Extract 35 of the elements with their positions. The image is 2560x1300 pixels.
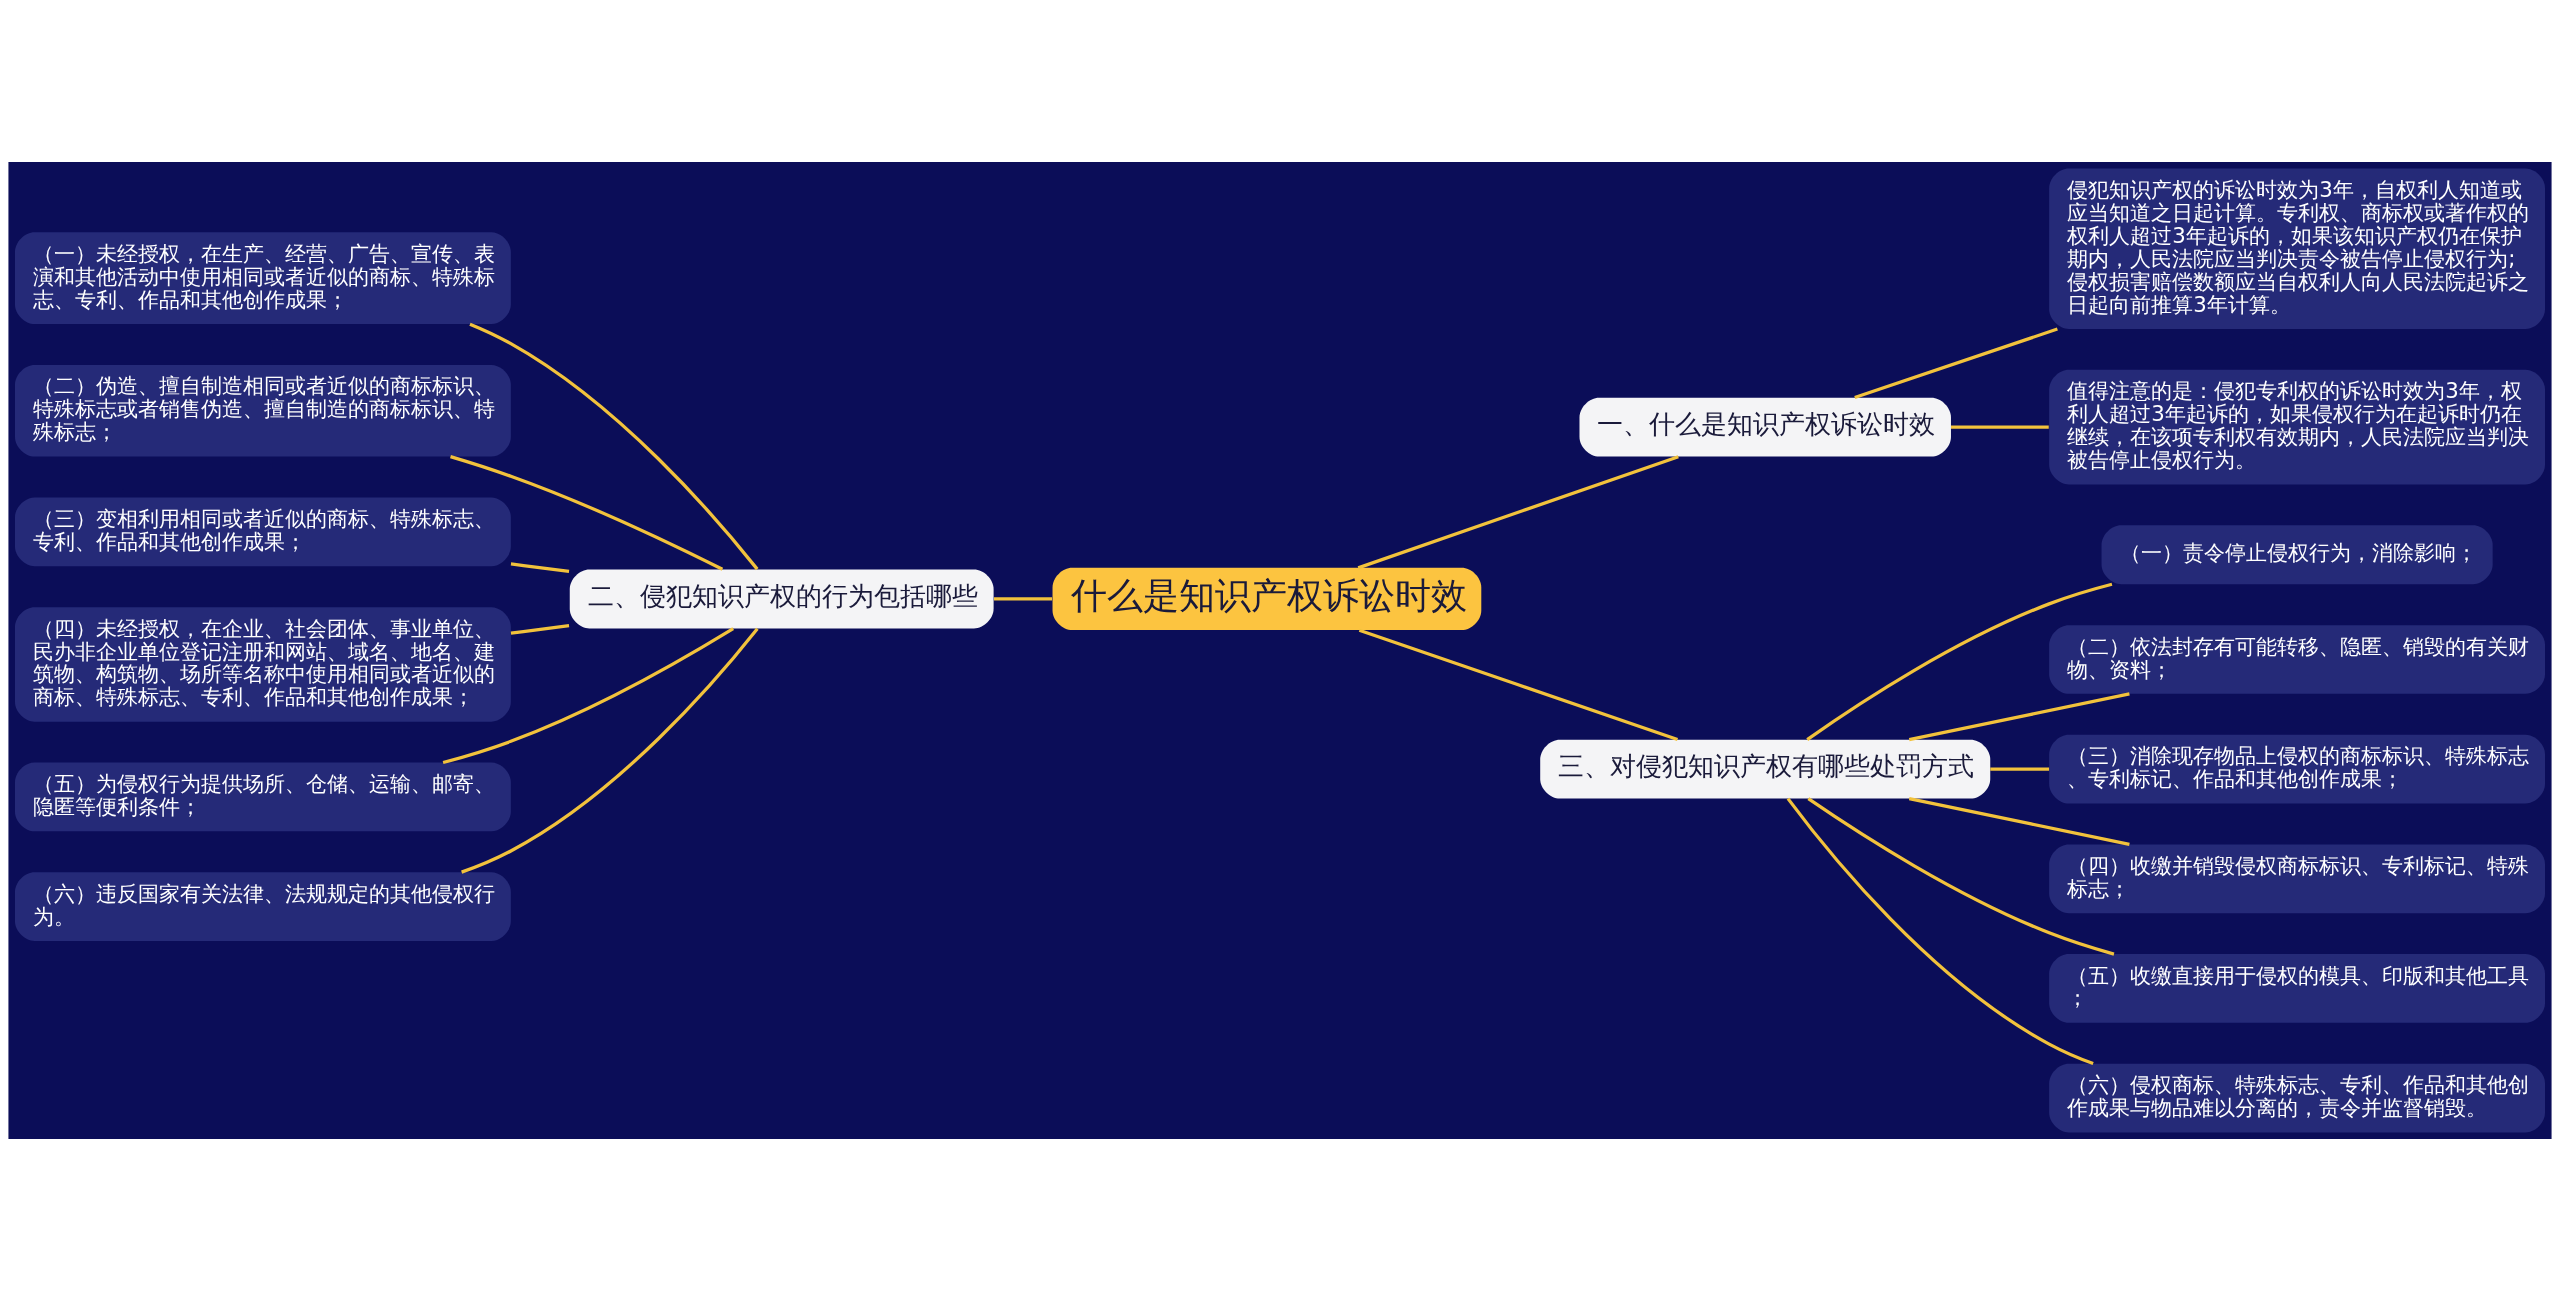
connector	[1807, 796, 2115, 956]
node-box: 三、对侵犯知识产权有哪些处罚方式	[1540, 739, 1991, 799]
connector	[469, 322, 759, 570]
connector	[1806, 582, 2113, 741]
node-box: （三）消除现存物品上侵权的商标标识、特殊标志、专利标记、作品和其他创作成果；	[2049, 734, 2546, 803]
node-box: 值得注意的是：侵犯专利权的诉讼时效为3年，权利人超过3年起诉的，如果侵权行为在起诉时仍在继续，在该项专利权有效期内，人民法院应当判决被告停止侵权行为。	[2049, 369, 2546, 484]
connector	[450, 454, 724, 571]
node-box: 什么是知识产权诉讼时效	[1052, 567, 1482, 630]
node-box: （六）违反国家有关法律、法规规定的其他侵权行为。	[14, 871, 511, 941]
connector	[510, 623, 570, 635]
node-box: 二、侵犯知识产权的行为包括哪些	[569, 569, 994, 628]
node-box: （四）收缴并销毁侵权商标标识、专利标记、特殊标志；	[2049, 843, 2546, 913]
node-box: （三）变相利用相同或者近似的商标、特殊标志、专利、作品和其他创作成果；	[14, 497, 511, 566]
node-box: （四）未经授权，在企业、社会团体、事业单位、民办非企业单位登记注册和网站、域名、地名、建筑物、构筑物、场所等名称中使用相同或者近似的商标、特殊标志、专利、作品和其他创作成果；	[14, 606, 511, 722]
node-box: （一）未经授权，在生产、经营、广告、宣传、表演和其他活动中使用相同或者近似的商标、特殊标志、专利、作品和其他创作成果；	[14, 231, 511, 324]
connector	[442, 626, 735, 764]
node-box: （二）伪造、擅自制造相同或者近似的商标标识、特殊标志或者销售伪造、擅自制造的商标标识、特殊标志；	[14, 364, 511, 457]
node-box: （二）依法封存有可能转移、隐匿、销毁的有关财物、资料；	[2049, 624, 2546, 694]
connector	[1786, 797, 2094, 1065]
connector	[1854, 327, 2058, 399]
node-box: （五）收缴直接用于侵权的模具、印版和其他工具；	[2049, 953, 2546, 1023]
node-box: （五）为侵权行为提供场所、仓储、运输、邮寄、隐匿等便利条件；	[14, 762, 511, 831]
node-box: （六）侵权商标、特殊标志、专利、作品和其他创作成果与物品难以分离的，责令并监督销毁。	[2049, 1063, 2546, 1132]
connector	[1990, 767, 2050, 771]
connector	[1908, 691, 2130, 741]
connector	[1358, 628, 1679, 741]
connector	[1908, 796, 2130, 846]
node-box: 一、什么是知识产权诉讼时效	[1579, 397, 1951, 457]
node-box: （一）责令停止侵权行为，消除影响；	[2101, 524, 2493, 584]
node-box: 侵犯知识产权的诉讼时效为3年，自权利人知道或应当知道之日起计算。专利权、商标权或著作权的权利人超过3年起诉的，如果该知识产权仍在保护期内，人民法院应当判决责令被告停止侵权行为;侵权损害赔偿数额应当自权利人向人民法院起诉之日起向前推算3年计算。	[2049, 168, 2546, 329]
connector	[1357, 454, 1679, 569]
connector	[1951, 425, 2049, 429]
connector	[461, 627, 759, 874]
connector	[510, 561, 570, 573]
connector	[994, 596, 1053, 601]
